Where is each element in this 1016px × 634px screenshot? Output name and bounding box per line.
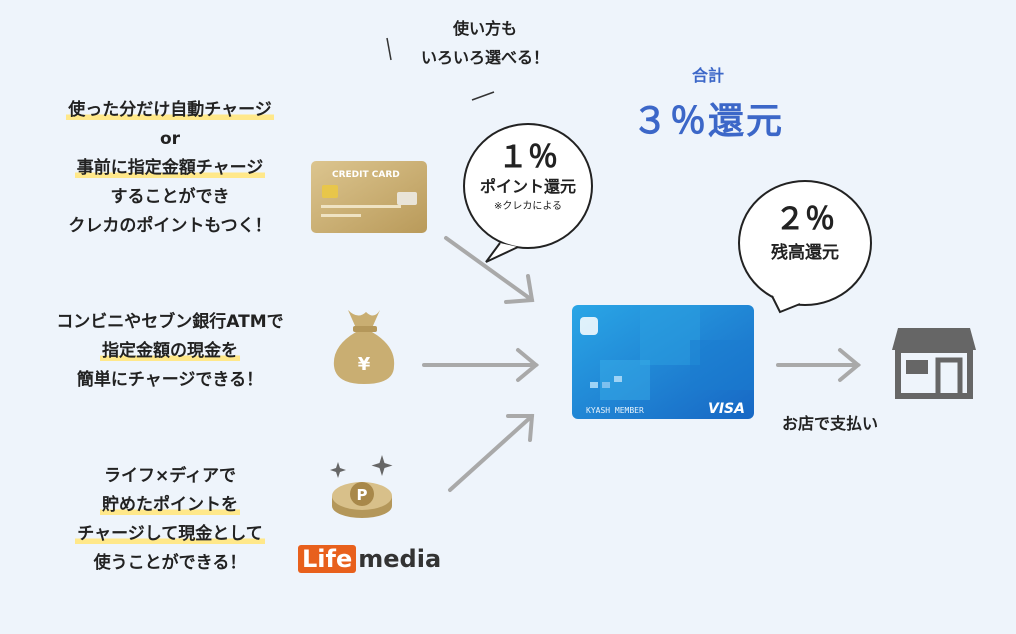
total-label: 合計 — [691, 66, 724, 85]
money-bag-icon: ¥ — [333, 310, 395, 384]
balance-percent: ２％ — [775, 202, 835, 237]
point-bubble-text: １％ ポイント還元 ※クレカによる — [464, 140, 592, 216]
source-lifemedia-text: ライフ×ディアで 貯めたポイントを チャージして現金として 使うことができる！ — [75, 466, 265, 573]
balance-bubble-text: ２％ 残高還元 — [739, 200, 871, 266]
lifemedia-logo-media: media — [358, 545, 442, 573]
credit-card-text: CREDIT CARD — [332, 170, 400, 180]
arrow-lifemedia-to-kyash — [448, 414, 535, 492]
balance-bubble — [738, 180, 872, 314]
balance-label: 残高還元 — [771, 243, 839, 263]
credit-card-image: CREDIT CARD — [311, 161, 427, 233]
kyash-card-brand: VISA — [708, 401, 745, 417]
point-coin-icon: P — [330, 455, 393, 518]
sparkle-line — [471, 91, 495, 101]
lifemedia-logo-life: Life — [298, 545, 357, 573]
arrow-cash-to-kyash — [422, 348, 540, 382]
arrow-credit-to-kyash — [444, 236, 535, 304]
arrow-kyash-to-shop — [776, 348, 862, 382]
svg-text:¥: ¥ — [358, 354, 371, 375]
point-label: ポイント還元 — [479, 177, 576, 196]
shop-label: お店で支払い — [781, 414, 878, 433]
point-percent: １％ — [498, 140, 558, 175]
source-cash-text: コンビニやセブン銀行ATMで 指定金額の現金を 簡単にチャージできる！ — [56, 312, 284, 390]
point-bubble — [463, 123, 593, 263]
usage-note: 使い方も いろいろ選べる！ — [420, 19, 549, 67]
shop-icon — [892, 328, 976, 399]
point-note: ※クレカによる — [493, 201, 563, 212]
kyash-card-member: KYASH MEMBER — [586, 406, 644, 415]
svg-text:P: P — [357, 486, 368, 504]
sparkle-line — [386, 37, 392, 61]
source-credit-text: 使った分だけ自動チャージ or 事前に指定金額チャージ することができ クレカの… — [66, 100, 274, 236]
total-value: ３％還元 — [631, 101, 784, 142]
kyash-card-image: KYASH MEMBER VISA — [572, 305, 754, 419]
